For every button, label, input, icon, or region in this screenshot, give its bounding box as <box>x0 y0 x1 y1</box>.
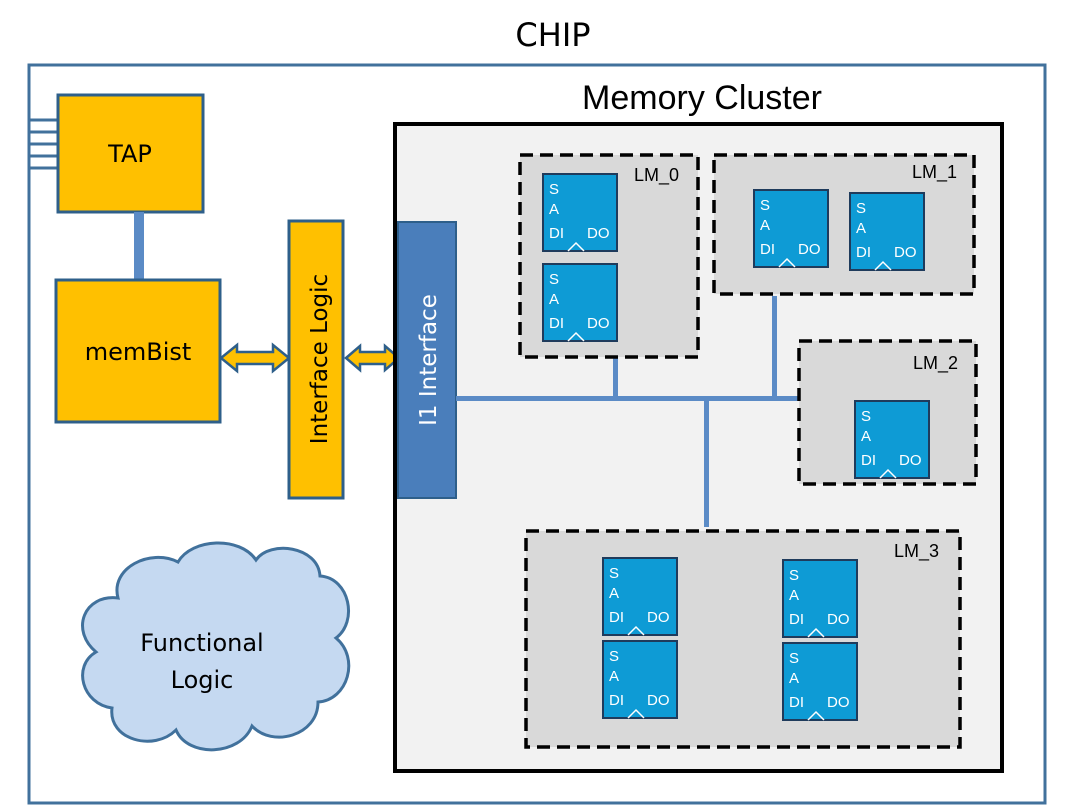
memory-port-di: DI <box>789 694 804 711</box>
tap-block <box>56 93 205 214</box>
interface-logic-label: Interface Logic <box>307 274 333 444</box>
memory-port-s: S <box>856 200 866 217</box>
bus-lines <box>456 296 799 527</box>
tap-label: TAP <box>107 140 152 168</box>
clock-icon <box>567 241 585 252</box>
memory-port-s: S <box>861 408 871 425</box>
memory-block-lm3: SA DI DO <box>782 642 858 721</box>
clock-icon <box>627 708 645 719</box>
memory-port-di: DI <box>861 452 876 469</box>
memory-port-do: DO <box>827 611 850 628</box>
memory-port-di: DI <box>789 611 804 628</box>
tap-membist-link <box>134 212 144 280</box>
lm0-label: LM_0 <box>634 165 679 186</box>
tap-pins <box>29 118 58 170</box>
memory-block-lm3: SA DI DO <box>782 559 858 638</box>
memory-port-di: DI <box>609 609 624 626</box>
chip-title: CHIP <box>515 16 590 54</box>
lm2-label: LM_2 <box>913 353 958 374</box>
clock-icon <box>807 710 825 721</box>
lm1-label: LM_1 <box>912 162 957 183</box>
clock-icon <box>627 625 645 636</box>
memory-port-a: A <box>856 220 866 237</box>
lm3-module <box>524 529 962 749</box>
memory-block-lm1: SA DI DO <box>849 192 925 271</box>
i1-interface-label: I1 Interface <box>416 294 442 426</box>
memory-port-s: S <box>760 197 770 214</box>
functional-logic-cloud <box>81 541 351 752</box>
memory-port-do: DO <box>587 225 610 242</box>
membist-block <box>54 278 222 424</box>
memory-port-s: S <box>789 567 799 584</box>
memory-port-s: S <box>549 181 559 198</box>
memory-block-body <box>782 642 858 721</box>
memory-port-s: S <box>789 650 799 667</box>
memory-port-s: S <box>609 565 619 582</box>
functional-logic-label-line2: Logic <box>171 666 234 694</box>
i1-interface-block <box>397 221 457 499</box>
interface-logic-block <box>287 219 345 500</box>
memory-block-body <box>542 173 618 252</box>
memory-block-lm0: SA DI DO <box>542 173 618 252</box>
memory-port-s: S <box>609 648 619 665</box>
memory-block-body <box>854 400 930 479</box>
memory-cluster-title: Memory Cluster <box>582 79 822 117</box>
memory-port-a: A <box>760 217 770 234</box>
memory-port-di: DI <box>856 244 871 261</box>
memory-port-di: DI <box>609 692 624 709</box>
memory-port-do: DO <box>587 315 610 332</box>
memory-block-body <box>782 559 858 638</box>
clock-icon <box>567 331 585 342</box>
memory-port-a: A <box>609 585 619 602</box>
memory-port-do: DO <box>798 241 821 258</box>
memory-port-di: DI <box>760 241 775 258</box>
clock-icon <box>874 260 892 271</box>
memory-block-body <box>542 263 618 342</box>
membist-label: memBist <box>85 338 192 366</box>
functional-logic-label-line1: Functional <box>140 629 263 657</box>
memory-block-body <box>753 189 829 268</box>
clock-icon <box>778 257 796 268</box>
memory-port-di: DI <box>549 315 564 332</box>
memory-port-a: A <box>789 587 799 604</box>
memory-port-do: DO <box>827 694 850 711</box>
memory-port-a: A <box>861 428 871 445</box>
memory-port-do: DO <box>899 452 922 469</box>
memory-port-do: DO <box>894 244 917 261</box>
memory-port-a: A <box>789 670 799 687</box>
memory-block-lm3: SA DI DO <box>602 557 678 636</box>
memory-port-a: A <box>549 291 559 308</box>
clock-icon <box>807 627 825 638</box>
memory-block-lm1: SA DI DO <box>753 189 829 268</box>
memory-port-s: S <box>549 271 559 288</box>
memory-port-a: A <box>609 668 619 685</box>
memory-port-di: DI <box>549 225 564 242</box>
memory-port-do: DO <box>647 692 670 709</box>
memory-block-lm2: SA DI DO <box>854 400 930 479</box>
lm3-label: LM_3 <box>894 541 939 562</box>
memory-block-body <box>602 640 678 719</box>
memory-block-body <box>849 192 925 271</box>
memory-port-a: A <box>549 201 559 218</box>
clock-icon <box>879 468 897 479</box>
memory-block-body <box>602 557 678 636</box>
memory-block-lm3: SA DI DO <box>602 640 678 719</box>
memory-block-lm0: SA DI DO <box>542 263 618 342</box>
memory-port-do: DO <box>647 609 670 626</box>
